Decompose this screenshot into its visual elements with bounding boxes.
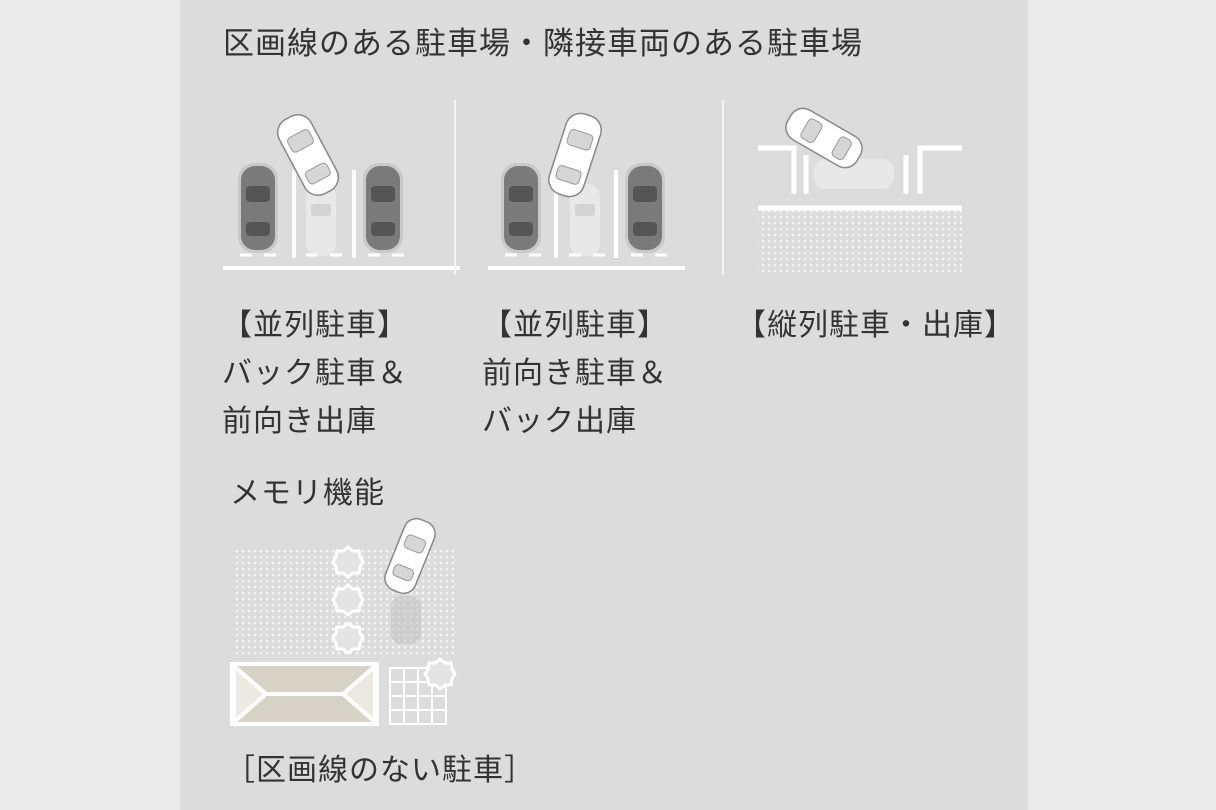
section-heading: 区画線のある駐車場・隣接車両のある駐車場: [223, 26, 863, 62]
curb-lines: [758, 145, 962, 211]
parallel-back-in-diagram: [223, 114, 460, 270]
landmark-marker-icon: [423, 657, 457, 691]
moving-car: [384, 517, 436, 595]
target-car-ghost: [306, 184, 336, 256]
memory-scenario-label: ［区画線のない駐車］: [225, 753, 535, 788]
diagram-panel: 区画線のある駐車場・隣接車両のある駐車場: [180, 0, 1028, 810]
parking-stall-lines: [223, 170, 460, 270]
parked-car-right: [363, 163, 403, 253]
grid-area: [389, 667, 447, 725]
memory-function-title: メモリ機能: [230, 476, 385, 511]
sidewalk-area: [758, 210, 962, 272]
memory-parking-diagram: [230, 517, 457, 727]
moving-car: [785, 107, 863, 169]
curbside-parking-diagram: [758, 107, 962, 272]
target-car-ghost: [570, 184, 600, 256]
parked-car-left: [501, 163, 541, 253]
parked-car-left: [238, 163, 278, 253]
landmark-marker-icon: [331, 583, 365, 617]
house-roof: [230, 661, 379, 727]
parallel-forward-in-diagram: [488, 112, 685, 270]
moving-car: [276, 114, 340, 196]
target-car-ghost: [814, 159, 894, 189]
scenario-label-3: 【縦列駐車・出庫】: [736, 308, 1015, 343]
landmark-marker-icon: [331, 621, 365, 655]
car-ghost-trail: [391, 596, 421, 644]
moving-car: [548, 112, 602, 198]
scenario-label-2: 【並列駐車】 前向き駐車＆ バック出庫: [482, 308, 668, 439]
divider-2: [722, 100, 724, 275]
divider-1: [454, 100, 456, 275]
landmark-marker-icon: [331, 545, 365, 579]
scenario-label-1: 【並列駐車】 バック駐車＆ 前向き出庫: [222, 308, 408, 439]
parked-car-right: [625, 163, 665, 253]
